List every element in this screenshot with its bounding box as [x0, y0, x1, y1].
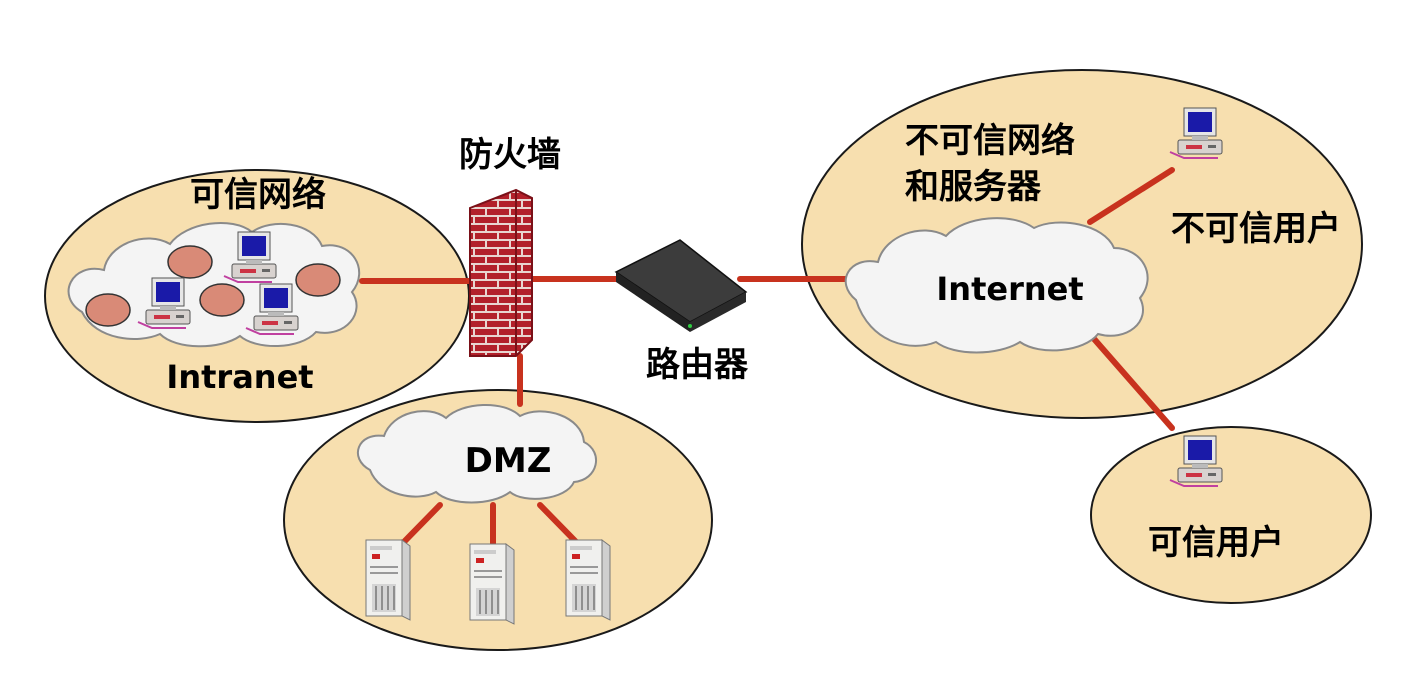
router-label: 路由器	[646, 345, 749, 385]
brick-wall-icon	[469, 188, 533, 357]
server-icon[interactable]	[365, 539, 411, 621]
untrusted-network-label-line1: 不可信网络	[905, 121, 1075, 161]
firewall-label: 防火墙	[459, 135, 561, 175]
router-icon	[614, 239, 748, 332]
router[interactable]	[614, 239, 748, 332]
dmz-label: DMZ	[465, 441, 552, 481]
network-node	[199, 283, 245, 317]
server-icon[interactable]	[469, 543, 515, 625]
network-node	[85, 293, 131, 327]
links	[359, 167, 1175, 553]
network-node	[167, 245, 213, 279]
trusted-user-label: 可信用户	[1148, 523, 1284, 563]
trusted-network-label: 可信网络	[190, 175, 326, 215]
internet-cloud-icon	[844, 217, 1149, 354]
firewall[interactable]	[469, 188, 533, 357]
server-icon[interactable]	[565, 539, 611, 621]
network-node	[295, 263, 341, 297]
link-internet-untrusted-user	[1087, 167, 1175, 225]
trusted-user-zone	[1090, 426, 1372, 604]
dmz-cloud-icon	[357, 404, 597, 504]
untrusted-user-label: 不可信用户	[1171, 209, 1341, 249]
intranet-nodes	[85, 231, 341, 335]
dmz-servers	[365, 539, 611, 625]
link-dmz-server-1	[395, 502, 443, 551]
link-internet-trusted-user	[1085, 329, 1175, 431]
untrusted-network-label-line2: 和服务器	[905, 167, 1042, 207]
internet-label: Internet	[936, 270, 1083, 308]
intranet-label: Intranet	[166, 358, 313, 396]
